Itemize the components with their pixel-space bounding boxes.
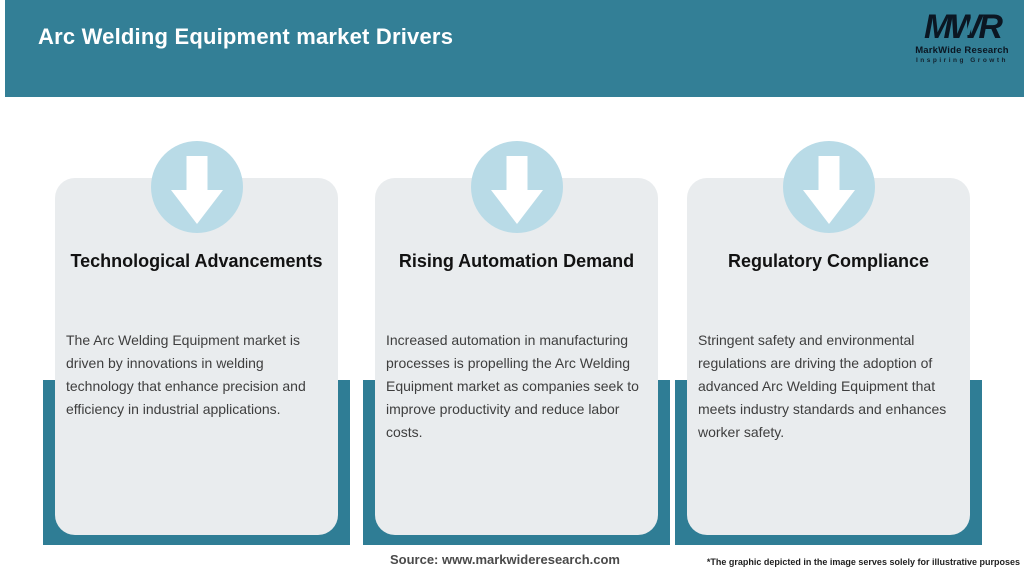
driver-card: Regulatory Compliance Stringent safety a… — [687, 178, 970, 535]
down-arrow-icon — [150, 141, 243, 233]
driver-card-group-regulatory-compliance: Regulatory Compliance Stringent safety a… — [675, 0, 982, 576]
logo-monogram-text: MWR — [924, 8, 1003, 46]
driver-card: Technological Advancements The Arc Weldi… — [55, 178, 338, 535]
disclaimer-text: *The graphic depicted in the image serve… — [706, 557, 1020, 567]
driver-card: Rising Automation Demand Increased autom… — [375, 178, 658, 535]
card-body-text: Increased automation in manufacturing pr… — [386, 332, 639, 440]
source-text: Source: www.markwideresearch.com — [389, 552, 620, 567]
card-body-text: Stringent safety and environmental regul… — [698, 332, 947, 440]
down-arrow-icon — [782, 141, 875, 233]
markwide-research-logo: MWR MarkWide Research Inspiring Growth — [914, 10, 1010, 64]
page-title: Arc Welding Equipment market Drivers — [38, 24, 454, 49]
driver-card-group-rising-automation-demand: Rising Automation Demand Increased autom… — [363, 0, 670, 576]
card-title: Rising Automation Demand — [398, 251, 635, 271]
logo-monogram: MWR — [924, 8, 1003, 46]
driver-card-group-technological-advancements: Technological Advancements The Arc Weldi… — [43, 0, 350, 576]
card-title: Regulatory Compliance — [727, 251, 930, 271]
down-arrow-icon — [470, 141, 563, 233]
header-bar: Arc Welding Equipment market Drivers MWR… — [5, 0, 1024, 97]
logo-brand-name: MarkWide Research — [915, 45, 1009, 56]
card-body-text: The Arc Welding Equipment market is driv… — [66, 332, 306, 417]
logo-tagline: Inspiring Growth — [916, 57, 1008, 64]
card-title: Technological Advancements — [70, 251, 323, 271]
